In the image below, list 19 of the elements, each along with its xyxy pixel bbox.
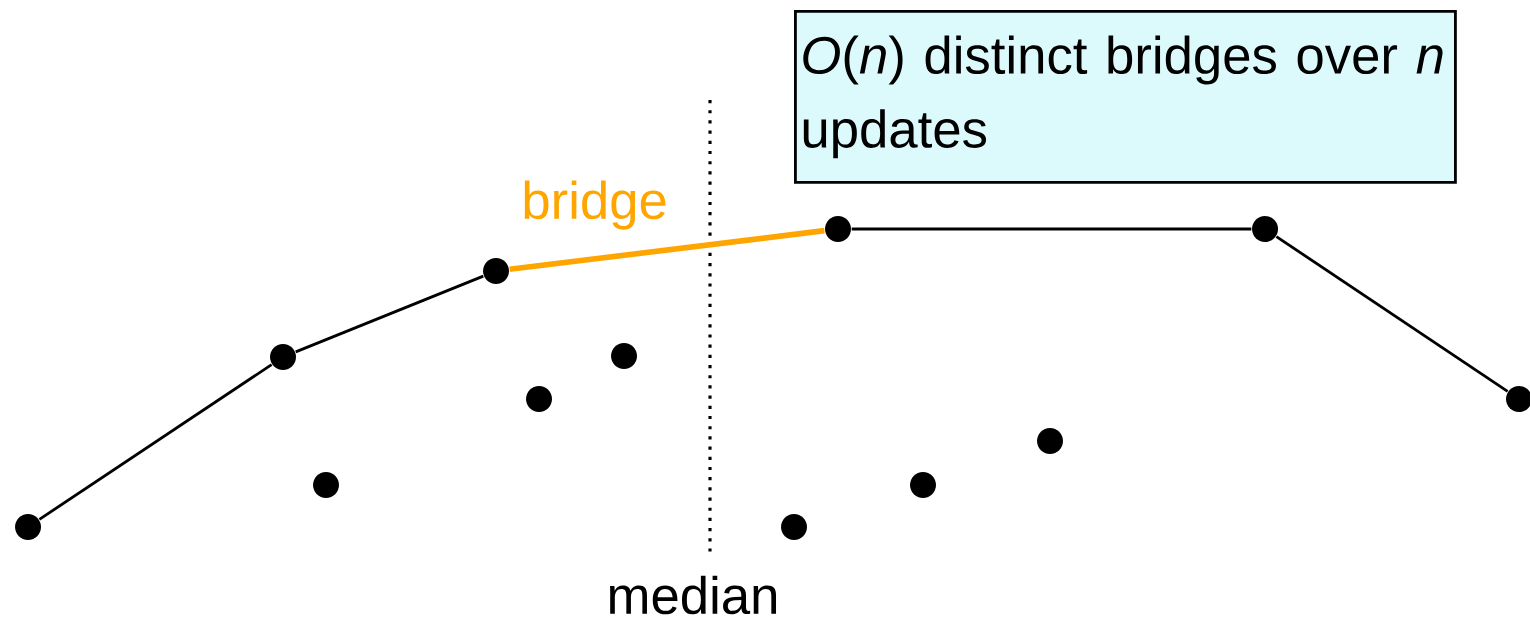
edge-label: bridge — [517, 177, 672, 234]
hull-edge — [38, 363, 273, 521]
point-dot — [1037, 428, 1063, 454]
axis-label: median — [610, 575, 776, 615]
hull-edge — [1275, 235, 1509, 393]
point-dot — [15, 514, 41, 540]
point-dot — [825, 216, 851, 242]
point-dot — [526, 386, 552, 412]
point-dot — [1252, 216, 1278, 242]
point-dot — [270, 344, 296, 370]
hull-edge — [509, 227, 825, 273]
hull-edge — [295, 274, 484, 354]
point-dot — [313, 472, 339, 498]
point-dot — [781, 514, 807, 540]
point-dot — [483, 258, 509, 284]
hull-edge — [851, 227, 1252, 231]
point-dot — [910, 472, 936, 498]
point-dot — [611, 343, 637, 369]
text-box: O(n) distinct bridges over n updates — [794, 10, 1457, 184]
